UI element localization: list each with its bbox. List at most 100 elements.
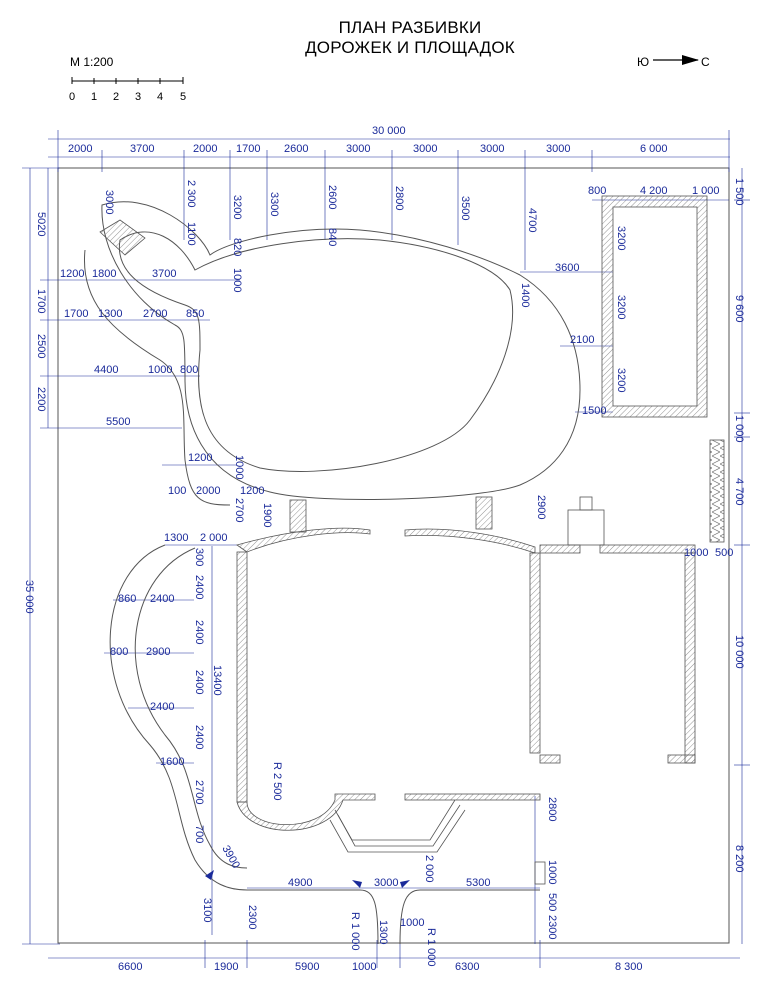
steps-east — [475, 496, 493, 530]
dim-path: 1000 — [233, 455, 245, 479]
dim-house: 2 000 — [423, 855, 435, 883]
path-offset-dims: 3000 2 300 1100 3200 820 1000 3300 2600 … — [103, 180, 538, 307]
dim-top: 3000 — [413, 143, 437, 155]
west-path-edge — [83, 249, 231, 506]
dim-left: 2200 — [35, 387, 47, 411]
dim-south: 2400 — [193, 620, 205, 644]
dim-court: 3200 — [615, 295, 627, 319]
fence-strip — [709, 439, 725, 543]
dim-house: R 2 500 — [271, 762, 283, 801]
dim-house: 3100 — [201, 898, 213, 922]
dim-court: 4 200 — [640, 185, 668, 197]
scale-bar: 0 1 2 3 4 5 — [69, 77, 186, 103]
dim-path: 4400 — [94, 364, 118, 376]
dim-bottom: 1900 — [214, 961, 238, 973]
scale-tick-3: 3 — [135, 91, 141, 103]
dim-south: 2400 — [150, 593, 174, 605]
dim-bottom: 5900 — [295, 961, 319, 973]
dim-offset: 3300 — [268, 192, 280, 216]
dim-south: 1300 — [164, 532, 188, 544]
dim-top: 2600 — [284, 143, 308, 155]
dim-bottom: 6300 — [455, 961, 479, 973]
dim-south: 700 — [193, 825, 205, 843]
south-path-inner — [134, 547, 248, 869]
dim-south: 2400 — [193, 725, 205, 749]
dim-path: 800 — [180, 364, 198, 376]
dim-path: 1200 — [240, 485, 264, 497]
dim-offset: 1400 — [519, 283, 531, 307]
dim-bottom: 8 300 — [615, 961, 643, 973]
dim-south: 2700 — [193, 780, 205, 804]
dim-total-height: 35 000 — [23, 580, 35, 614]
court-surface — [612, 206, 698, 407]
south-walkway-left — [247, 889, 379, 945]
scale-tick-5: 5 — [180, 91, 186, 103]
dim-house: 1000 — [400, 917, 424, 929]
dim-right: 1 500 — [733, 178, 745, 206]
dim-house: 5300 — [466, 877, 490, 889]
dim-top: 2000 — [193, 143, 217, 155]
compass-south-label: Ю — [637, 55, 650, 69]
dim-offset: 3200 — [231, 195, 243, 219]
dim-house: 3000 — [374, 877, 398, 889]
dim-south: 2 000 — [200, 532, 228, 544]
dim-south: 300 — [193, 548, 205, 566]
dim-house: 1300 — [377, 920, 389, 944]
dim-court: 3200 — [615, 226, 627, 250]
dim-path: 1800 — [92, 268, 116, 280]
dim-path: 5500 — [106, 416, 130, 428]
dim-offset: 2800 — [393, 186, 405, 210]
dim-right: 9 600 — [733, 295, 745, 323]
dim-right: 8 200 — [733, 845, 745, 873]
dim-house: R 1 000 — [425, 928, 437, 967]
dim-path: 2000 — [196, 485, 220, 497]
dim-south: 2400 — [193, 670, 205, 694]
dim-bottom: 6600 — [118, 961, 142, 973]
dim-path: 1900 — [261, 503, 273, 527]
dim-house: 3900 — [219, 844, 242, 871]
dim-offset: 2600 — [326, 185, 338, 209]
dim-path: 2700 — [233, 498, 245, 522]
dim-total-width: 30 000 — [372, 125, 406, 137]
dim-top: 3000 — [480, 143, 504, 155]
left-dimension-chain: 5020 1700 2500 2200 — [35, 212, 47, 411]
dim-south: 1600 — [160, 756, 184, 768]
dim-top: 6 000 — [640, 143, 668, 155]
plot-boundary — [57, 167, 730, 944]
dim-offset: 1000 — [231, 268, 243, 292]
dim-right: 4 700 — [733, 478, 745, 506]
dim-path: 1300 — [98, 308, 122, 320]
dim-path: 3700 — [152, 268, 176, 280]
top-dimension-chain: 2000 3700 2000 1700 2600 3000 3000 3000 … — [68, 143, 668, 155]
dim-path: 100 — [168, 485, 186, 497]
dim-south: 2400 — [150, 701, 174, 713]
title-line-2: ДОРОЖЕК И ПЛОЩАДОК — [305, 38, 515, 57]
house-walls — [236, 527, 696, 831]
scale-tick-0: 0 — [69, 91, 75, 103]
dim-right: 10 000 — [733, 635, 745, 669]
dim-house: 1000 — [684, 547, 708, 559]
page-title: ПЛАН РАЗБИВКИ ДОРОЖЕК И ПЛОЩАДОК — [260, 18, 560, 58]
dim-path: 1700 — [64, 308, 88, 320]
porch-step — [579, 496, 593, 511]
scale-tick-1: 1 — [91, 91, 97, 103]
dim-top: 3000 — [346, 143, 370, 155]
garden-path-outer — [101, 201, 581, 500]
dim-house: R 1 000 — [349, 912, 361, 951]
bottom-dimension-chain: 6600 1900 5900 1000 6300 8 300 — [118, 961, 643, 973]
dim-court: 3200 — [615, 368, 627, 392]
bench-pad — [99, 219, 146, 256]
dim-path: 850 — [186, 308, 204, 320]
dim-left: 5020 — [35, 212, 47, 236]
dim-path: 2100 — [570, 334, 594, 346]
dim-left: 2500 — [35, 334, 47, 358]
dim-path: 1000 — [148, 364, 172, 376]
dim-house: 2300 — [246, 905, 258, 929]
south-walkway-right — [399, 889, 540, 945]
house-dims: R 2 500 3900 3100 4900 3000 5300 2 000 2… — [201, 547, 733, 967]
dim-house: 2300 — [546, 915, 558, 939]
scale-tick-2: 2 — [113, 91, 119, 103]
south-path-dims: 1300 2 000 300 2400 860 2400 2400 800 29… — [110, 532, 228, 843]
dim-path: 2700 — [143, 308, 167, 320]
bay-terrace — [329, 799, 466, 853]
